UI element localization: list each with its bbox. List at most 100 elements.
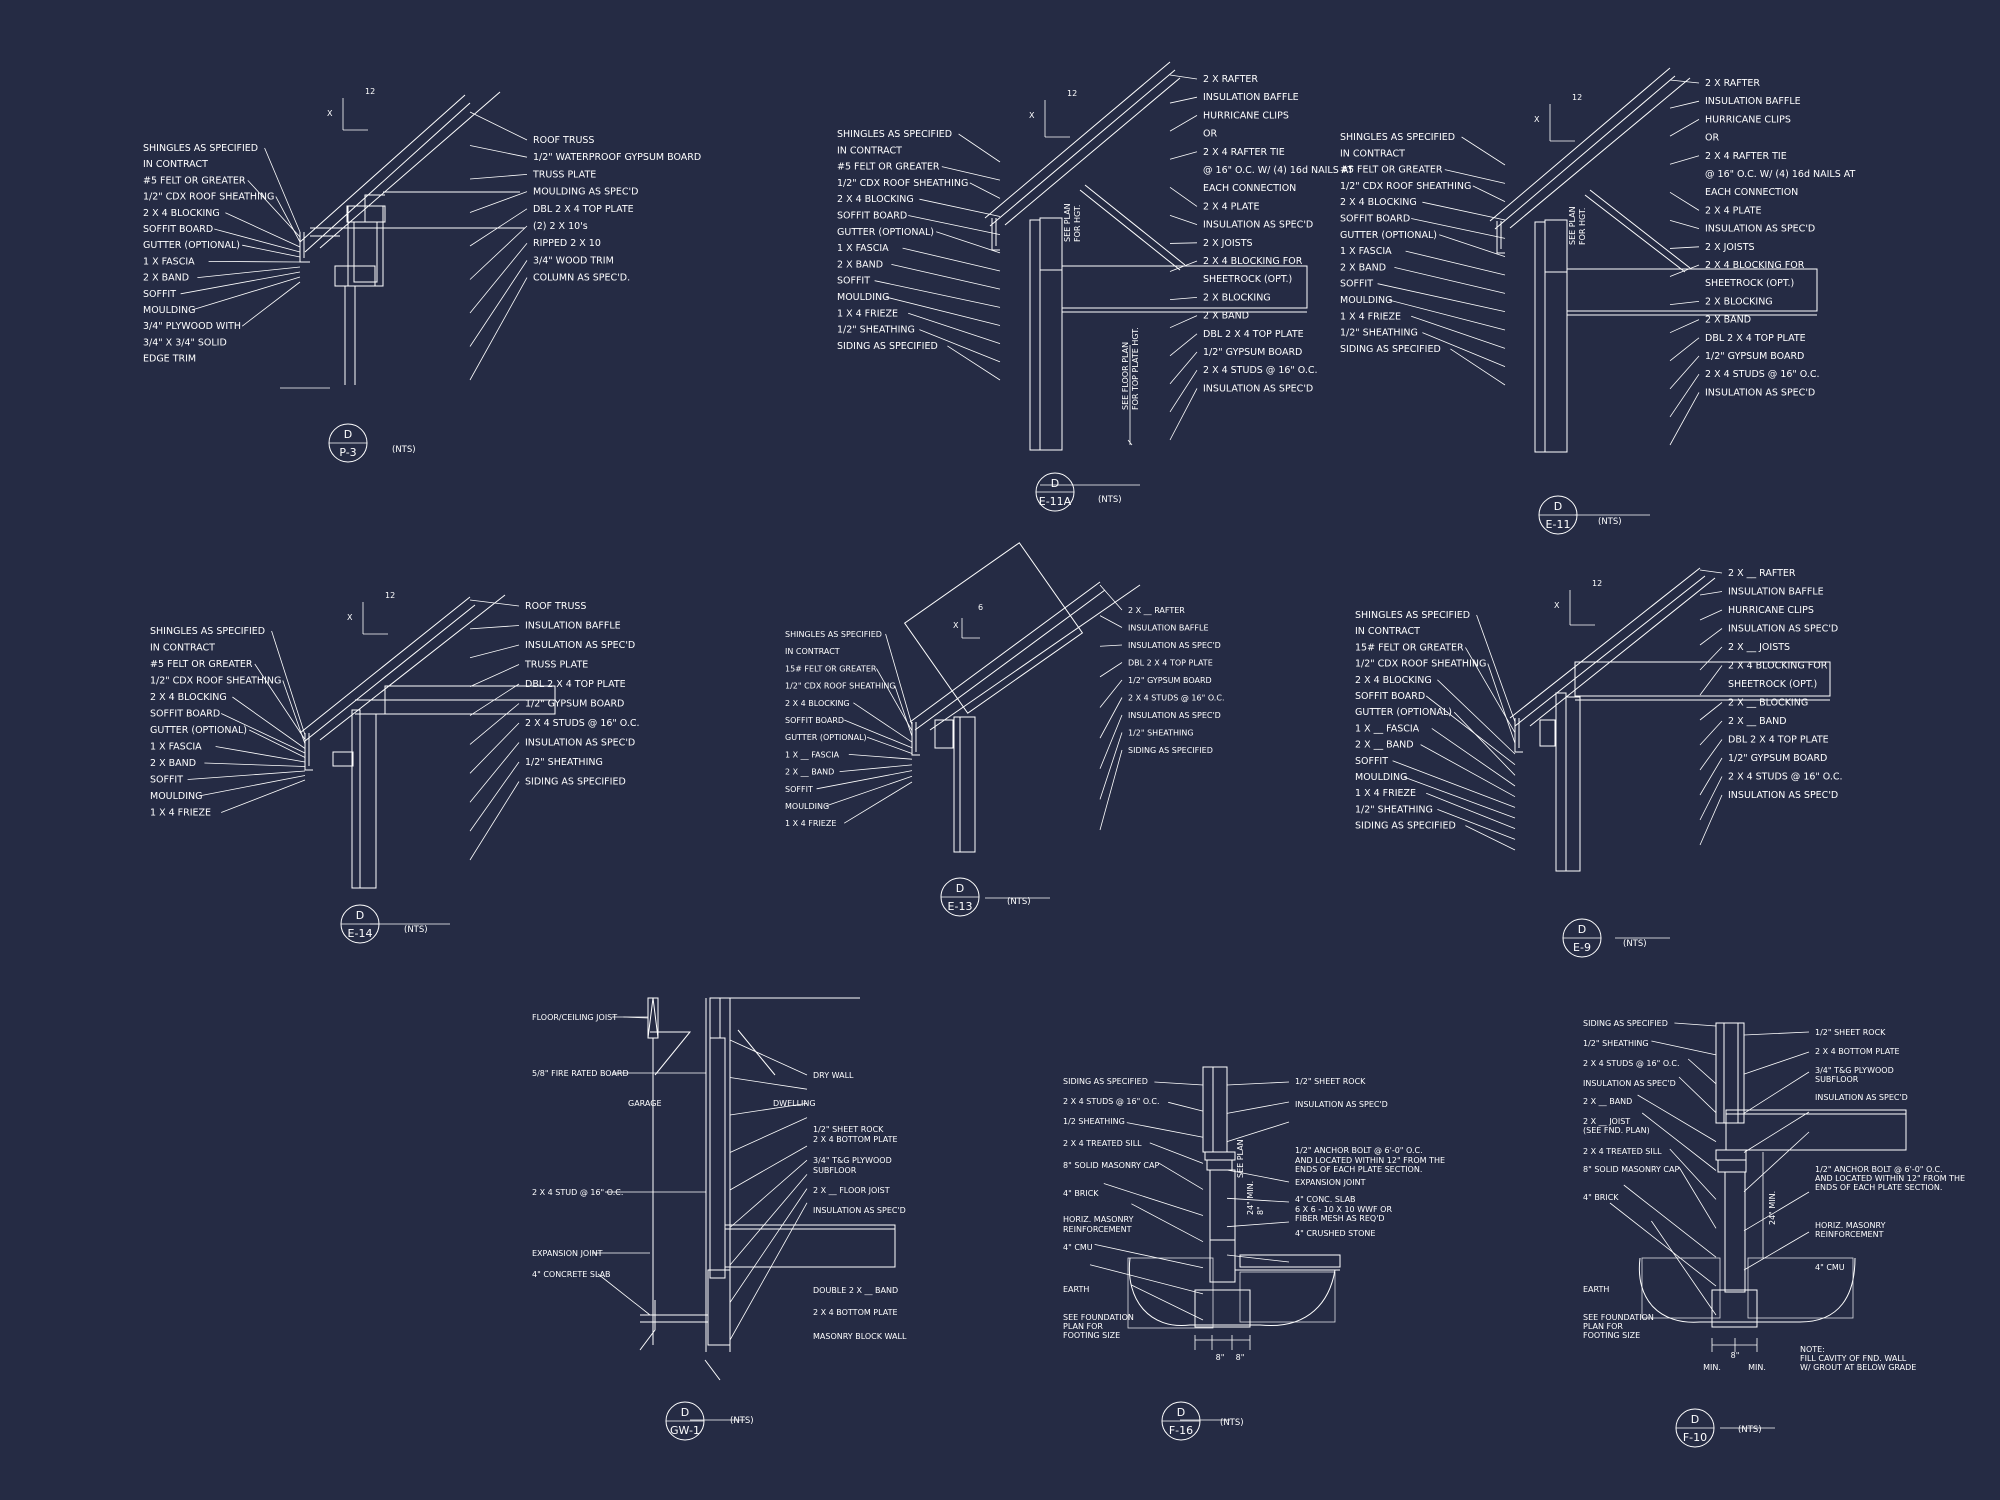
e9-leader (1699, 646, 1723, 671)
f16-right-label: ENDS OF EACH PLATE SECTION. (1295, 1165, 1422, 1174)
gw1-leader (729, 1103, 808, 1116)
e14-right-label: ROOF TRUSS (525, 601, 586, 612)
e11-right-label: 2 X JOISTS (1705, 242, 1755, 253)
e11-left-label: GUTTER (OPTIONAL) (1340, 230, 1437, 241)
e11-right-label: 2 X 4 BLOCKING FOR (1705, 260, 1805, 271)
e9-right-label: INSULATION AS SPEC'D (1728, 624, 1838, 635)
e11-right-label: 2 X 4 PLATE (1705, 205, 1761, 216)
e13-leader (894, 685, 913, 737)
f10-right-label: INSULATION AS SPEC'D (1815, 1093, 1908, 1102)
p3-left-label: EDGE TRIM (143, 354, 196, 365)
e9-leader (1487, 663, 1516, 744)
gw1-left-label: 2 X 4 STUD @ 16" O.C. (532, 1188, 623, 1197)
e11-leader (1669, 100, 1700, 109)
e11a-note-vertical: SEE PLAN (1063, 203, 1072, 242)
e9-right-label: HURRICANE CLIPS (1728, 605, 1814, 616)
e11a-right-label: 2 X 4 STUDS @ 16" O.C. (1203, 365, 1318, 376)
e11a-right-label: 2 X 4 PLATE (1203, 201, 1259, 212)
f10-right-label: HORIZ. MASONRY (1815, 1221, 1886, 1230)
e13-left-label: SHINGLES AS SPECIFIED (785, 630, 882, 639)
gw1-scale-note: (NTS) (730, 1416, 754, 1426)
p3-right-label: 3/4" WOOD TRIM (533, 255, 614, 266)
e9-leader (1699, 776, 1723, 821)
e14-leader (249, 729, 306, 758)
f16-leader (1226, 1121, 1290, 1143)
e11a-marker-letter: D (1051, 477, 1059, 490)
e13-right-label: 2 X __ RAFTER (1128, 606, 1185, 615)
p3-right-label: MOULDING AS SPEC'D (533, 187, 638, 198)
e13-leader (1099, 662, 1123, 678)
e11-leader (1422, 201, 1506, 221)
e13-scale-note: (NTS) (1007, 897, 1031, 907)
e11-left-label: SOFFIT (1340, 279, 1373, 290)
e9-marker-letter: D (1578, 923, 1586, 936)
e11-note-vertical: SEE PLAN (1568, 206, 1577, 245)
f16-leader (1131, 1284, 1204, 1321)
f10-note-vertical: 24" MIN. (1768, 1191, 1777, 1225)
e11a-right-label: 2 X 4 RAFTER TIE (1203, 147, 1285, 158)
e9-leader (1699, 665, 1723, 696)
p3-leader (469, 242, 528, 314)
f16-left-label: 4" BRICK (1063, 1189, 1099, 1198)
e11-left-label: MOULDING (1340, 295, 1393, 306)
e11-right-label: 2 X 4 STUDS @ 16" O.C. (1705, 369, 1820, 380)
e11a-leader (941, 166, 1001, 181)
e13-leader (867, 736, 913, 754)
e11-leader (1669, 319, 1700, 334)
e14-leader (198, 775, 306, 797)
e14-right-label: INSULATION BAFFLE (525, 621, 621, 632)
f10-right-label: 2 X 4 BOTTOM PLATE (1815, 1047, 1900, 1056)
f10-scale-note: (NTS) (1738, 1425, 1762, 1435)
e13-leader (876, 668, 913, 731)
f16-leader (1158, 1162, 1204, 1190)
f10-right-label: AND LOCATED WITHIN 12" FROM THE (1815, 1174, 1965, 1183)
e11a-leader (947, 345, 1001, 381)
f16-leader (1094, 1244, 1204, 1269)
e11-leader (1394, 267, 1506, 294)
e11-left-label: 2 X 4 BLOCKING (1340, 197, 1417, 208)
f16-scale-note: (NTS) (1220, 1418, 1244, 1428)
p3-marker-letter: D (344, 428, 352, 441)
e14-right-label: INSULATION AS SPEC'D (525, 640, 635, 651)
e11a-leader (1169, 315, 1198, 329)
e11-right-label: INSULATION AS SPEC'D (1705, 387, 1815, 398)
e9-right-label: 2 X __ JOISTS (1728, 642, 1790, 653)
f10-leader (1743, 1031, 1810, 1036)
e11a-leader (1169, 215, 1198, 225)
p3-right-label: ROOF TRUSS (533, 135, 594, 146)
e11-leader (1444, 169, 1506, 184)
p3-left-label: 3/4" X 3/4" SOLID (143, 337, 227, 348)
e11-leader (1669, 337, 1700, 362)
p3-leader (180, 271, 301, 295)
e11-leader (1411, 315, 1506, 349)
gw1-leader (729, 1077, 808, 1090)
leader-lines (180, 74, 1810, 1341)
f16-left-label: HORIZ. MASONRY (1063, 1215, 1134, 1224)
p3-left-label: 1 X FASCIA (143, 256, 195, 267)
f10-leader (1743, 1231, 1810, 1271)
e9-leader (1699, 720, 1723, 746)
e9-right-label: 2 X 4 STUDS @ 16" O.C. (1728, 772, 1843, 783)
e9-leader (1420, 744, 1516, 798)
p3-left-label: SHINGLES AS SPECIFIED (143, 143, 258, 154)
e11-marker-letter: D (1554, 500, 1562, 513)
f16-left-label: 2 X 4 STUDS @ 16" O.C. (1063, 1097, 1159, 1106)
e14-leader (254, 663, 306, 740)
e11-right-label: INSULATION BAFFLE (1705, 96, 1801, 107)
e11a-right-label: SHEETROCK (OPT.) (1203, 274, 1292, 285)
p3-right-label: 1/2" WATERPROOF GYPSUM BOARD (533, 152, 701, 163)
f16-leader (1226, 1197, 1290, 1203)
e9-pitch-rise: 12 (1592, 579, 1602, 588)
e9-leader (1699, 628, 1723, 646)
e13-leader (1099, 615, 1123, 628)
e11-leader (1669, 264, 1700, 277)
e14-marker-tag: E-14 (348, 927, 373, 940)
e9-leader (1465, 825, 1516, 851)
p3-leader (247, 180, 301, 238)
e11-right-label: EACH CONNECTION (1705, 187, 1798, 198)
e9-leader (1699, 702, 1723, 721)
e11a-left-label: SOFFIT (837, 276, 870, 287)
e9-leader (1403, 776, 1516, 819)
detail-gw1 (639, 997, 896, 1421)
f16-left-label: 1/2 SHEATHING (1063, 1117, 1125, 1126)
